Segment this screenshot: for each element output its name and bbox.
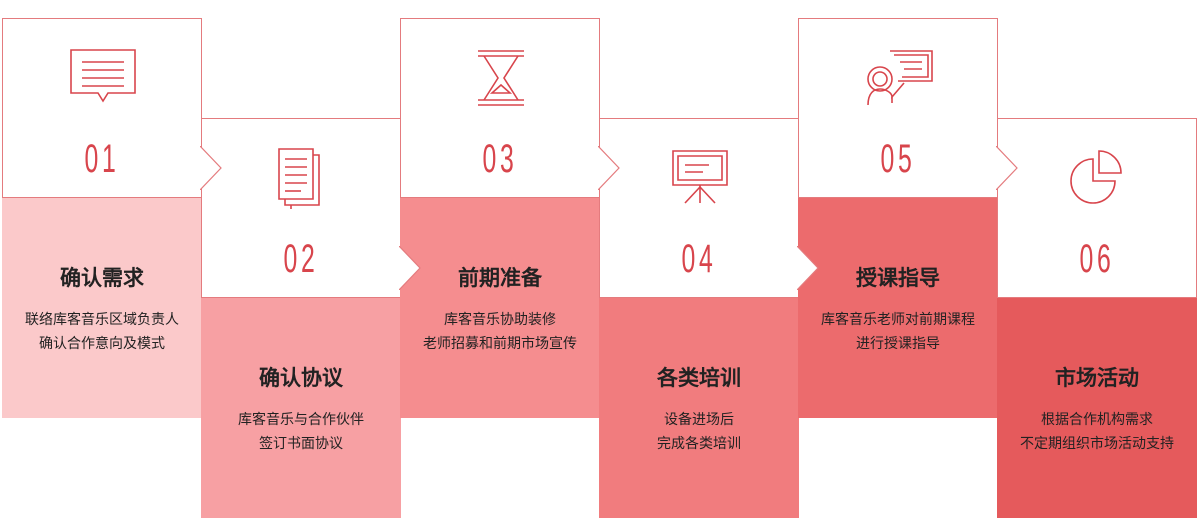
step-header: 01 <box>2 18 202 198</box>
step-description: 库客音乐老师对前期课程 进行授课指导 <box>821 312 975 352</box>
step-body: 市场活动 根据合作机构需求 不定期组织市场活动支持 <box>997 298 1197 518</box>
teacher-icon <box>867 50 933 106</box>
chevron-right-icon <box>200 146 222 190</box>
step-title: 前期准备 <box>458 266 542 290</box>
presentation-board-icon <box>672 150 728 204</box>
step-description: 库客音乐协助装修 老师招募和前期市场宣传 <box>423 312 577 352</box>
step-body: 前期准备 库客音乐协助装修 老师招募和前期市场宣传 <box>400 198 600 418</box>
step-header: 04 <box>599 118 799 298</box>
step-header: 05 <box>798 18 998 198</box>
chevron-right-icon <box>399 246 421 290</box>
step-body: 确认需求 联络库客音乐区域负责人 确认合作意向及模式 <box>2 198 202 418</box>
step-number: 03 <box>482 137 518 181</box>
step-title: 各类培训 <box>657 366 741 390</box>
documents-icon <box>278 148 320 209</box>
step-description: 设备进场后 完成各类培训 <box>657 412 741 452</box>
step-body: 授课指导 库客音乐老师对前期课程 进行授课指导 <box>798 198 998 418</box>
chat-bubble-icon <box>70 49 136 103</box>
chevron-right-icon <box>598 146 620 190</box>
step-header: 02 <box>201 118 401 298</box>
step-header: 06 <box>997 118 1197 298</box>
step-title: 确认需求 <box>60 266 144 290</box>
step-body: 各类培训 设备进场后 完成各类培训 <box>599 298 799 518</box>
step-body: 确认协议 库客音乐与合作伙伴 签订书面协议 <box>201 298 401 518</box>
step-header: 03 <box>400 18 600 198</box>
step-number: 05 <box>880 137 916 181</box>
step-number: 01 <box>84 137 120 181</box>
step-title: 授课指导 <box>856 266 940 290</box>
step-number: 06 <box>1079 237 1115 281</box>
step-description: 根据合作机构需求 不定期组织市场活动支持 <box>1020 412 1174 452</box>
step-title: 市场活动 <box>1055 366 1139 390</box>
chevron-right-icon <box>996 146 1018 190</box>
hourglass-icon <box>478 50 524 106</box>
step-number: 04 <box>681 237 717 281</box>
step-number: 02 <box>283 237 319 281</box>
step-description: 联络库客音乐区域负责人 确认合作意向及模式 <box>25 312 179 352</box>
step-title: 确认协议 <box>259 366 343 390</box>
step-description: 库客音乐与合作伙伴 签订书面协议 <box>238 412 364 452</box>
pie-chart-icon <box>1070 150 1122 204</box>
chevron-right-icon <box>797 246 819 290</box>
